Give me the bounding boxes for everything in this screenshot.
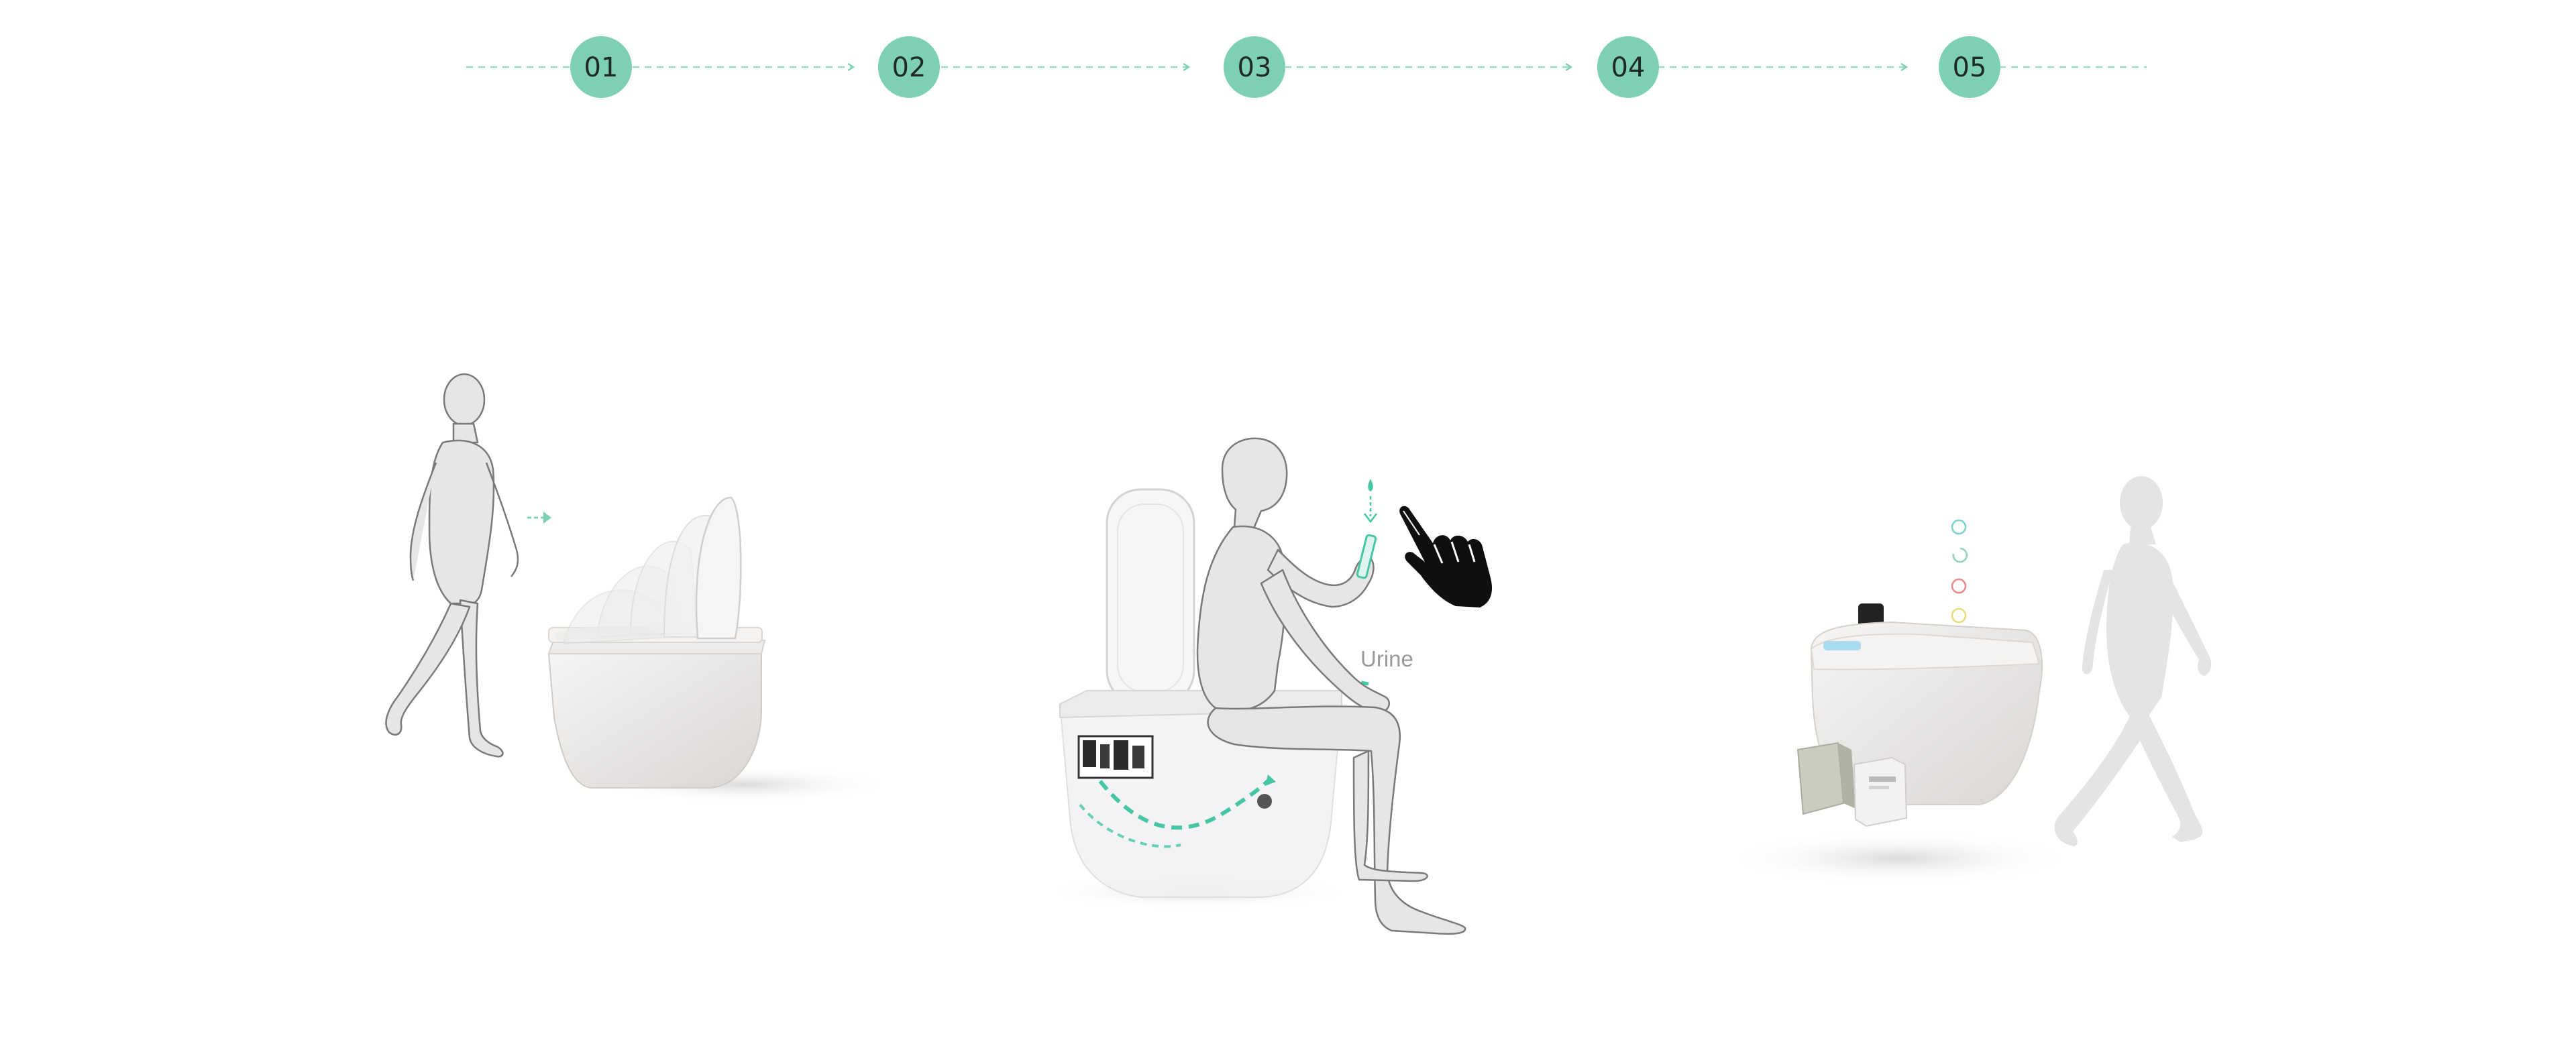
scene-results-leave	[1724, 476, 2212, 885]
arrow-right-icon	[527, 512, 551, 524]
step-number: 04	[1611, 52, 1646, 83]
leaving-person-figure	[2054, 476, 2212, 846]
step-badge-05: 05	[1939, 36, 2000, 98]
internal-module	[1077, 735, 1272, 809]
step-number: 05	[1953, 52, 1987, 83]
status-ring-4	[1951, 607, 1967, 624]
smart-toilet-lid-opening	[547, 496, 892, 803]
status-ring-2	[1952, 547, 1968, 563]
smart-toilet-closed	[1810, 603, 2043, 805]
status-ring-3	[1951, 578, 1967, 594]
scene-seated-test: Urine	[1043, 437, 1493, 935]
step-badge-01: 01	[570, 36, 632, 98]
urine-label: Urine	[1360, 646, 1413, 671]
step-number: 01	[584, 52, 619, 83]
status-ring-1	[1951, 519, 1967, 535]
status-indicator-icons	[1951, 519, 1968, 624]
seated-person-figure	[1196, 437, 1466, 935]
pointing-hand-icon	[1399, 506, 1493, 607]
step-badge-03: 03	[1224, 36, 1285, 98]
phone-icon	[1356, 534, 1377, 579]
step-number: 02	[892, 52, 926, 83]
step-timeline: 01 02 03 04 05	[466, 36, 2147, 98]
scene-approach	[385, 373, 892, 803]
step-badge-04: 04	[1597, 36, 1659, 98]
step-badge-02: 02	[878, 36, 940, 98]
flow-path-line	[1098, 776, 1273, 830]
walking-person-figure	[385, 373, 519, 758]
sample-box-icons	[1796, 742, 1908, 827]
water-drop-icon	[1364, 479, 1377, 524]
smart-toilet-translucent	[1043, 488, 1369, 909]
step-number: 03	[1238, 52, 1272, 83]
